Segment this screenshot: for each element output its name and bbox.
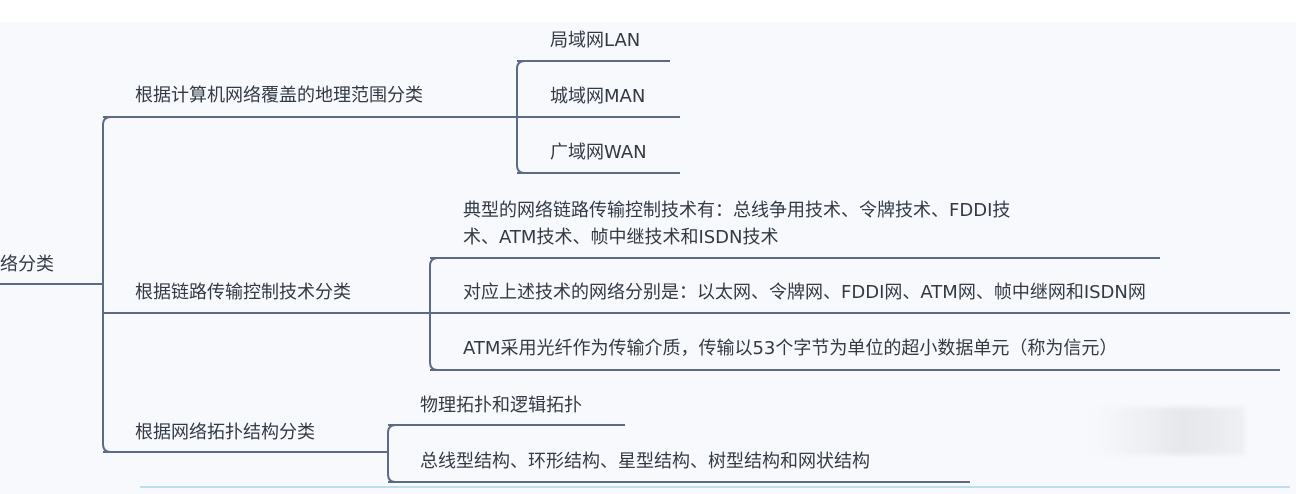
node-tech-line2[interactable]: 术、ATM技术、帧中继技术和ISDN技术 [463,227,779,248]
branch3-trunk [387,424,397,483]
branch-geographic[interactable]: 根据计算机网络覆盖的地理范围分类 [135,85,423,106]
node-networks[interactable]: 对应上述技术的网络分别是：以太网、令牌网、FDDI网、ATM网、帧中继网和ISD… [463,282,1146,303]
branch-topology[interactable]: 根据网络拓扑结构分类 [135,422,315,443]
node-topology-types[interactable]: 总线型结构、环形结构、星型结构、树型结构和网状结构 [420,451,870,472]
node-man[interactable]: 城域网MAN [550,86,646,107]
node-physical-logical[interactable]: 物理拓扑和逻辑拓扑 [420,395,582,416]
blurred-watermark [1090,407,1245,455]
node-wan[interactable]: 广域网WAN [550,142,647,163]
root-node[interactable]: 网络分类 [0,254,54,275]
node-atm[interactable]: ATM采用光纤作为传输介质，传输以53个字节为单位的超小数据单元（称为信元） [463,338,1118,359]
main-trunk [102,116,112,453]
node-lan[interactable]: 局域网LAN [550,30,641,51]
node-tech-line1[interactable]: 典型的网络链路传输控制技术有：总线争用技术、令牌技术、FDDI技 [463,200,1011,221]
branch-link-control[interactable]: 根据链路传输控制技术分类 [135,282,351,303]
